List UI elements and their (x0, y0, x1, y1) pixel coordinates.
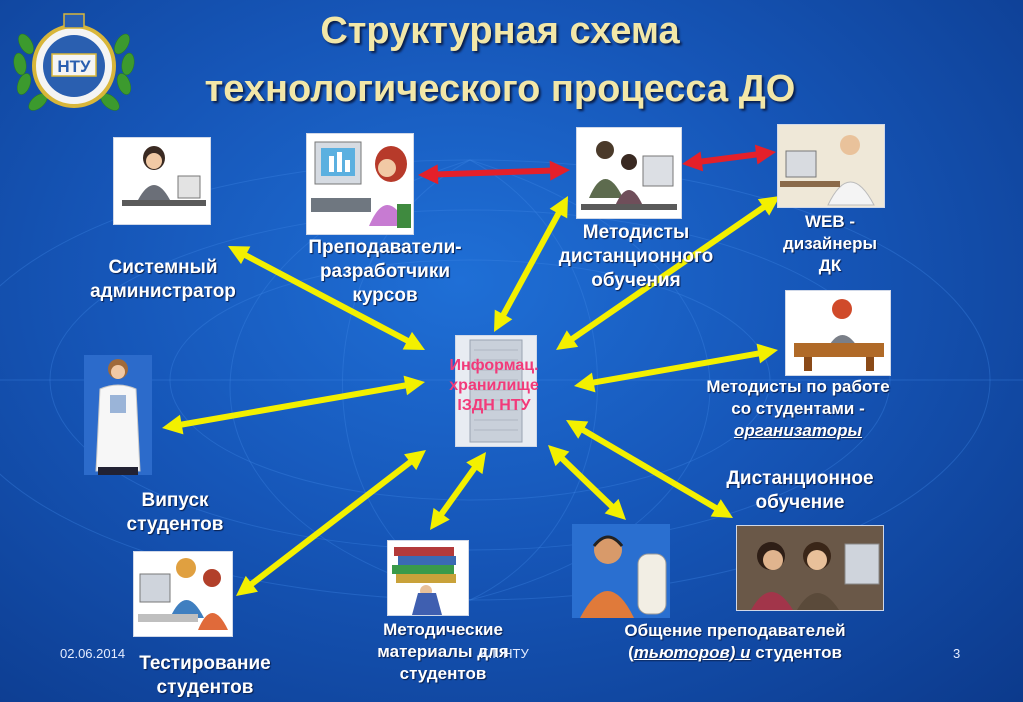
communication-students: студентов (750, 643, 842, 662)
footer-org: K.I. НТУ (480, 646, 529, 661)
center-line-1: Информац. (449, 357, 539, 374)
organizers-line-1: Методисты по работе (706, 377, 890, 396)
graduates-line-1: Випуск (141, 490, 209, 511)
sysadmin-line-1: Системный (108, 257, 218, 278)
testing-picture (133, 551, 233, 637)
server-picture (455, 335, 537, 447)
woman-at-desk-icon (122, 146, 206, 206)
methodists-do-line-2: дистанционного (558, 246, 714, 267)
two-people-at-computer-icon (581, 141, 677, 210)
materials-line-2: материалы для (377, 642, 509, 661)
books-stack-icon (392, 547, 456, 615)
arrow-methodists-web (682, 144, 776, 172)
organizers-label: Методисты по работе со студентами - орга… (683, 376, 913, 442)
communication-paren: ( (628, 643, 634, 662)
materials-line-3: студентов (399, 664, 487, 683)
graduates-line-2: студентов (126, 514, 224, 535)
teachers-dev-picture (306, 133, 414, 235)
distance-line-1: Дистанционное (726, 468, 874, 489)
title-line-1: Структурная схема (320, 10, 680, 52)
organizers-line-2: со студентами - (731, 399, 865, 418)
web-label: WEB - дизайнеры ДК (770, 211, 890, 277)
testing-label: Тестирование студентов (110, 652, 300, 700)
students-at-computer-icon (138, 558, 228, 630)
sysadmin-picture (113, 137, 211, 225)
web-line-1: WEB - (804, 212, 856, 231)
organizers-picture (785, 290, 891, 376)
testing-line-1: Тестирование (139, 653, 271, 674)
center-label: Информац. хранилище ІЗДН НТУ (428, 356, 560, 416)
teachers-dev-line-1: Преподаватели- (308, 237, 462, 258)
communication-picture (572, 524, 670, 618)
web-picture (777, 124, 885, 208)
graduates-picture (84, 355, 152, 475)
sysadmin-line-2: администратор (90, 281, 236, 302)
communication-label: Общение преподавателей (тьюторов) и студ… (585, 620, 885, 664)
man-on-phone-icon (794, 299, 884, 371)
web-line-3: ДК (818, 256, 842, 275)
teachers-dev-line-2: разработчики (319, 261, 451, 282)
distance-line-2: обучение (755, 492, 845, 513)
woman-at-computer-icon (311, 141, 411, 228)
methodists-do-line-1: Методисты (582, 222, 690, 243)
arrow-materials (430, 452, 486, 530)
testing-line-2: студентов (156, 677, 254, 698)
center-line-2: хранилище (449, 377, 539, 394)
logo-text: НТУ (57, 57, 91, 76)
arrow-teachers-methodists (418, 160, 570, 185)
communication-line-1: Общение преподавателей (624, 621, 846, 640)
methodists-do-label: Методисты дистанционного обучения (543, 221, 729, 293)
methodists-do-picture (576, 127, 682, 219)
arrow-distance (566, 420, 733, 518)
materials-line-1: Методические (383, 620, 503, 639)
title-line-2: технологического процесса ДО (204, 68, 796, 110)
doctor-icon (95, 359, 141, 475)
distance-picture (736, 525, 884, 611)
people-at-monitor-icon (751, 542, 880, 610)
server-icon (469, 339, 523, 443)
center-line-3: ІЗДН НТУ (457, 397, 531, 414)
materials-label: Методические материалы для студентов (350, 619, 536, 685)
distance-label: Дистанционное обучение (700, 467, 900, 515)
communication-line-2: (тьюторов) и студентов (585, 642, 885, 664)
communication-tutors: тьюторов) и (633, 643, 751, 662)
methodists-do-line-3: обучения (591, 270, 681, 291)
man-with-headset-icon (580, 535, 667, 618)
teachers-dev-line-3: курсов (352, 285, 418, 306)
arrow-web (556, 196, 780, 350)
laurel-wreath-icon (13, 33, 135, 111)
arrow-communication (548, 445, 626, 520)
web-line-2: дизайнеры (783, 234, 877, 253)
arrow-graduates (162, 375, 425, 435)
sysadmin-label: Системный администратор (78, 256, 248, 304)
arrow-testing (236, 450, 426, 596)
teachers-dev-label: Преподаватели- разработчики курсов (290, 236, 480, 308)
organizers-line-3: организаторы (733, 421, 863, 440)
arrow-organizers (574, 343, 778, 393)
arrow-methodists (494, 196, 568, 332)
university-logo: НТУ (4, 4, 144, 120)
materials-picture (387, 540, 469, 616)
graduates-label: Випуск студентов (100, 489, 250, 537)
footer-page-number: 3 (953, 646, 961, 661)
arrow-sysadmin (228, 246, 425, 350)
footer-date: 02.06.2014 (60, 646, 126, 661)
man-at-computer-icon (780, 135, 875, 206)
